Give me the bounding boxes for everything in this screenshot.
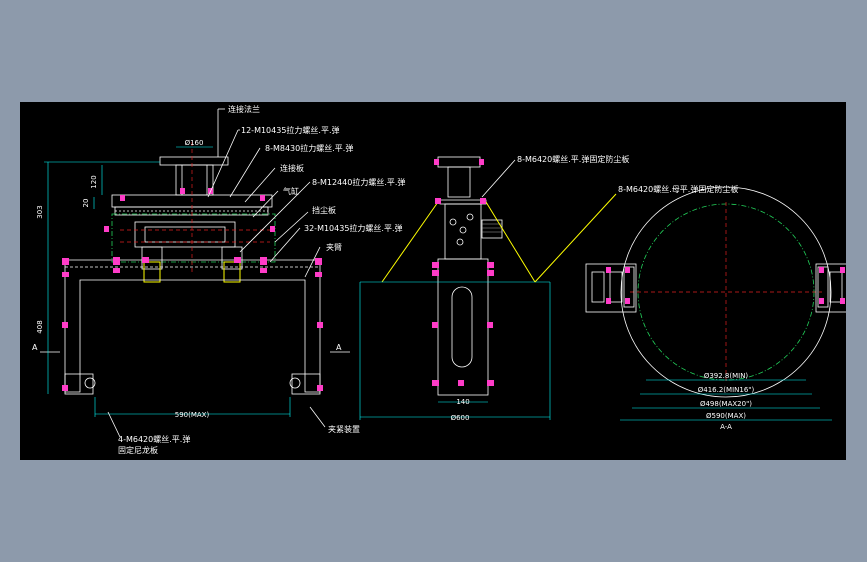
front-dimensions: Ø160 120 20 303 408 590(MAX)	[36, 139, 291, 419]
section-title: A-A	[720, 423, 732, 431]
section-bolt-markers	[606, 267, 845, 304]
dim-height-20: 20	[82, 199, 90, 208]
dim-height-303: 303	[36, 205, 44, 218]
dust-leader-right	[485, 201, 536, 283]
callout-side-dust-bolts: 8-M6420螺丝.平.弹固定防尘板	[517, 154, 629, 164]
section-leader	[534, 193, 617, 283]
callout-section-dust-bolts: 8-M6420螺丝.母平.弹固定防尘板	[618, 184, 738, 194]
dim-dia-392: Ø392.8(MIN)	[704, 372, 749, 380]
section-left-clamp	[585, 263, 637, 313]
callout-m12440: 8-M12440拉力螺丝.平.弹	[312, 177, 405, 187]
callout-m10435-32: 32-M10435拉力螺丝.平.弹	[304, 223, 403, 233]
callout-clamp-device: 夹紧装置	[328, 424, 360, 434]
cad-drawing-viewport[interactable]: A A Ø160	[20, 102, 846, 460]
side-slot	[451, 286, 473, 368]
side-view: 140 Ø600 8-M6420螺丝.平.弹固定防尘板	[359, 154, 629, 422]
dim-height-120: 120	[90, 175, 98, 188]
flange-plate	[159, 156, 229, 166]
side-bolt-markers	[432, 159, 494, 386]
dim-width-600: Ø600	[451, 414, 470, 422]
callout-cylinder: 气缸	[283, 186, 299, 196]
dim-dia-498: Ø498(MAX20")	[700, 400, 752, 408]
callout-dust-plate: 挡尘板	[312, 205, 336, 215]
front-view: A A Ø160	[32, 104, 405, 455]
side-clamp-arm	[437, 258, 489, 396]
section-mark-left: A	[32, 343, 38, 352]
dim-dia-416: Ø416.2(MIN16")	[698, 386, 755, 394]
dim-flange-dia: Ø160	[185, 139, 204, 147]
callout-connecting-flange: 连接法兰	[228, 104, 260, 114]
clamp-arm	[64, 259, 321, 393]
cylinder-outline	[111, 213, 276, 263]
callout-m8430: 8-M8430拉力螺丝.平.弹	[265, 143, 353, 153]
callout-clamp-arm: 夹臂	[326, 242, 342, 252]
dim-height-408: 408	[36, 320, 44, 333]
dim-width-590: 590(MAX)	[175, 411, 210, 419]
pipe-outer-circle	[620, 186, 832, 398]
section-mark-right: A	[336, 343, 342, 352]
front-callout-leaders	[107, 108, 326, 438]
dust-leader-left	[381, 201, 439, 283]
dim-dia-590: Ø590(MAX)	[706, 412, 746, 420]
section-view: 8-M6420螺丝.母平.弹固定防尘板 Ø392.8(MIN) Ø416.2(M…	[534, 184, 846, 431]
callout-connecting-plate: 连接板	[280, 163, 304, 173]
callout-m10435-12: 12-M10435拉力螺丝.平.弹	[241, 125, 340, 135]
bolt-markers	[62, 188, 323, 391]
cad-drawing: A A Ø160	[32, 104, 846, 455]
section-right-clamp	[815, 263, 846, 313]
callout-m6420-bottom: 4-M6420螺丝.平.弹	[118, 434, 190, 444]
callout-nylon-plate: 固定尼龙板	[118, 445, 158, 455]
dim-width-140: 140	[456, 398, 469, 406]
